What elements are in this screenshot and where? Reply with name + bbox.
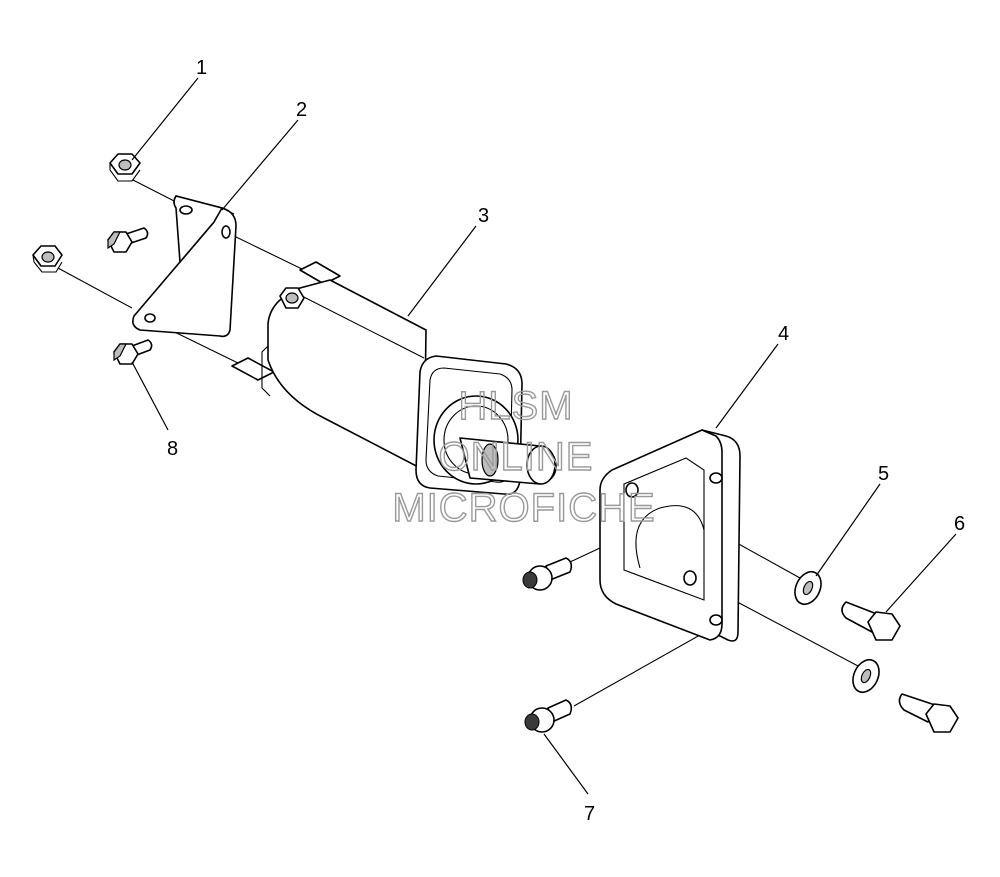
callout-2: 2 [296, 99, 307, 121]
callout-4: 4 [778, 323, 789, 345]
callout-8: 8 [167, 438, 178, 460]
part-6-hex-bolt-lower [898, 693, 959, 733]
leader-lines [131, 77, 957, 795]
part-7-socket-bolt-lower [524, 699, 573, 733]
part-5-washer-lower [852, 658, 880, 694]
part-6-hex-bolt-upper [841, 601, 901, 641]
callout-6: 6 [954, 513, 965, 535]
part-1-flange-nut [109, 153, 141, 182]
callout-labels: 1 2 3 4 5 6 7 8 [167, 57, 965, 825]
part-7-socket-bolt-upper [522, 557, 573, 591]
part-8-hex-bolt-lower [113, 339, 153, 365]
part-8-hex-bolt-upper [107, 227, 149, 253]
part-5-washer-upper [794, 570, 822, 606]
watermark-line-1: HLSM [458, 384, 573, 428]
part-4-large-bracket [599, 429, 741, 642]
part-2-small-bracket [132, 195, 237, 338]
watermark-line-3: MICROFICHE [392, 486, 655, 530]
callout-5: 5 [878, 463, 889, 485]
watermark: HLSM ONLINE MICROFICHE [392, 383, 656, 530]
part-3-starter-motor [231, 261, 557, 496]
watermark-line-2: ONLINE [439, 435, 594, 479]
nut-left [32, 245, 63, 273]
callout-7: 7 [584, 803, 595, 825]
callout-1: 1 [196, 57, 207, 79]
callout-3: 3 [478, 205, 489, 227]
